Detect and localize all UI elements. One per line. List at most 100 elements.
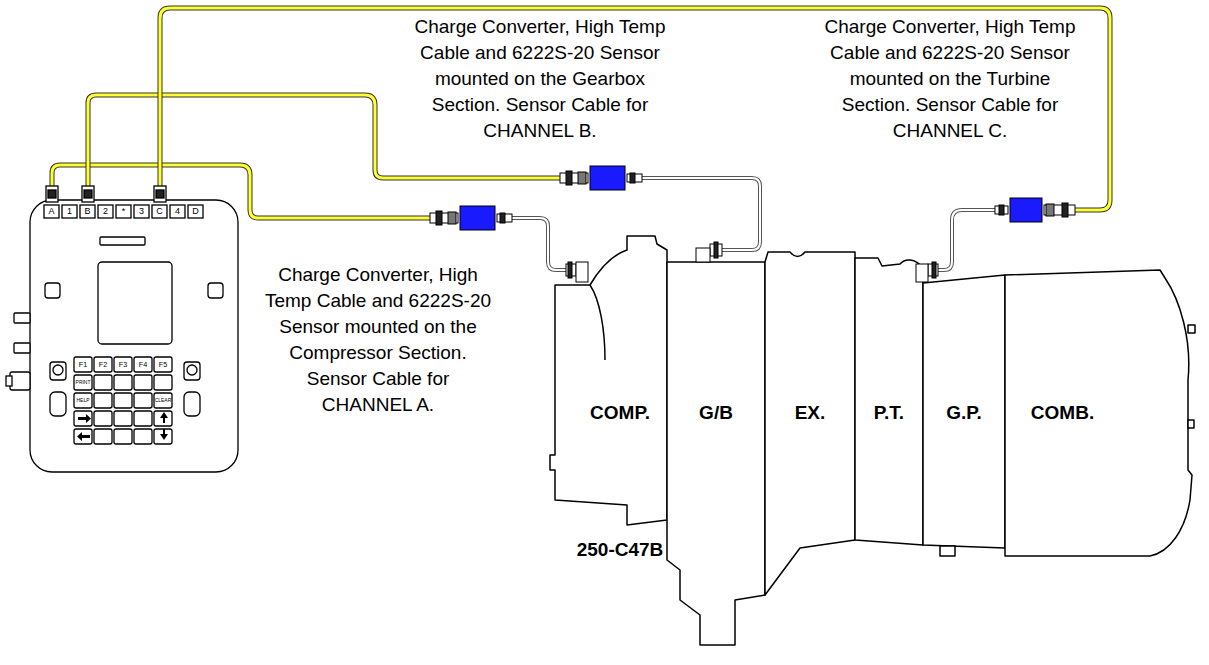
vibration-analyzer: [74, 357, 172, 444]
sensor-cable: [160, 8, 1110, 210]
keypad-key: [74, 375, 92, 390]
charge-converter: [999, 205, 1004, 215]
engine-outline: [550, 236, 667, 525]
channel-socket: [116, 205, 131, 218]
engine-outline: [940, 546, 955, 556]
engine-outline: [923, 275, 1005, 548]
callout-note: Charge Converter, High Temp Cable and 62…: [261, 262, 495, 418]
function-key-label: F3: [114, 357, 132, 372]
vibration-analyzer: [48, 190, 56, 198]
engine-outline: [855, 258, 923, 545]
engine-outline: [765, 252, 855, 595]
key-label: HELP: [74, 393, 92, 408]
vibration-analyzer: [208, 283, 223, 298]
vibration-analyzer: [100, 237, 145, 245]
key-label: CLEAR: [154, 393, 172, 408]
vibration-analyzer: [160, 429, 168, 440]
keypad-key: [94, 411, 112, 426]
section-label: EX.: [795, 402, 826, 424]
vibration-sensor: [916, 264, 928, 282]
keypad-key: [114, 393, 132, 408]
vibration-analyzer: [50, 392, 66, 416]
charge-converter: [578, 172, 586, 184]
engine-section: G.P.: [926, 400, 1002, 426]
engine-section: G/B: [672, 400, 760, 426]
engine-outline: [1188, 325, 1195, 333]
charge-converter: [1010, 198, 1042, 222]
function-key-label: F5: [154, 357, 172, 372]
channel-letter: 3: [134, 205, 149, 218]
vibration-sensor: [932, 262, 936, 278]
keypad-key: [134, 357, 152, 372]
vibration-analyzer: [82, 186, 94, 202]
engine-outline: [1005, 270, 1192, 556]
section-label: G/B: [699, 402, 733, 424]
section-label: COMB.: [1031, 402, 1094, 424]
charge-converter: [497, 214, 512, 222]
keypad-key: [154, 393, 172, 408]
channel-letter: A: [44, 205, 59, 218]
keypad-key: [74, 411, 92, 426]
charge-converter: [560, 173, 588, 183]
vibration-analyzer: [187, 365, 197, 375]
engine-outline: [667, 262, 765, 645]
channel-letter: 4: [170, 205, 185, 218]
engine-model: 250-C47B: [572, 538, 668, 562]
sensor-cable: [160, 8, 1110, 210]
engine-section: EX.: [768, 400, 852, 426]
keypad-key: [94, 357, 112, 372]
charge-converter: [430, 213, 458, 223]
channel-socket: [98, 205, 113, 218]
channel-socket: [170, 205, 185, 218]
sensor-cable: [52, 8, 1110, 218]
channel-letter: *: [116, 205, 131, 218]
keypad-key: [134, 375, 152, 390]
channel-socket: [80, 205, 95, 218]
charge-converter: [436, 211, 442, 225]
charge-converter: [1046, 204, 1054, 216]
function-key-label: F2: [94, 357, 112, 372]
function-key-label: F4: [134, 357, 152, 372]
keypad-key: [154, 357, 172, 372]
charge-converter: [430, 166, 1075, 230]
vibration-sensor: [566, 242, 938, 282]
keypad-key: [94, 429, 112, 444]
channel-socket: [188, 205, 203, 218]
vibration-analyzer: [50, 362, 66, 380]
high-temp-cable: [512, 178, 995, 270]
channel-letter: 2: [98, 205, 113, 218]
section-label: COMP.: [590, 402, 650, 424]
charge-converter: [448, 212, 456, 224]
channel-letter: D: [188, 205, 203, 218]
keypad-key: [154, 429, 172, 444]
vibration-sensor: [714, 242, 718, 258]
keypad-key: [154, 375, 172, 390]
channel-socket: [44, 205, 59, 218]
charge-converter: [500, 213, 505, 223]
callout-note: Charge Converter, High Temp Cable and 62…: [407, 14, 673, 144]
charge-converter: [995, 206, 1008, 214]
channel-letter: C: [152, 205, 167, 218]
keypad-key: [154, 411, 172, 426]
keypad-key: [74, 357, 92, 372]
key-label: PRINT: [74, 375, 92, 390]
keypad-key: [114, 429, 132, 444]
keypad-key: [114, 375, 132, 390]
vibration-analyzer: [160, 412, 168, 423]
vibration-analyzer: [77, 432, 90, 441]
vibration-analyzer: [45, 283, 60, 298]
vibration-analyzer: [98, 262, 172, 344]
engine-outline: [1188, 420, 1194, 428]
vibration-analyzer: [84, 190, 92, 198]
keypad-key: [94, 393, 112, 408]
high-temp-cable: [642, 178, 760, 250]
charge-converter: [1044, 205, 1075, 215]
vibration-analyzer: [184, 362, 200, 380]
channel-socket: [152, 205, 167, 218]
vibration-analyzer: [14, 343, 30, 353]
vibration-sensor: [576, 262, 588, 282]
high-temp-cable: [642, 178, 760, 250]
charge-converter: [630, 173, 635, 183]
vibration-analyzer: [14, 313, 30, 323]
